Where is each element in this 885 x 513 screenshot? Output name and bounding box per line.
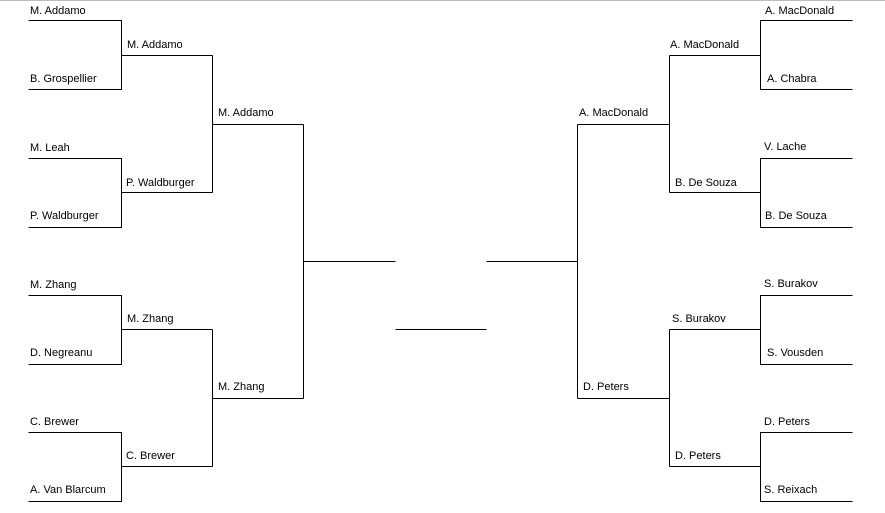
right-r1-player-5: S. Burakov <box>764 278 818 290</box>
left-r1-player-8: A. Van Blarcum <box>30 484 106 496</box>
left-r3-player-2: M. Zhang <box>218 381 264 393</box>
left-r1-player-5: M. Zhang <box>30 279 76 291</box>
left-r1-pair-4-connector <box>28 432 213 502</box>
right-r3-connector <box>486 124 578 399</box>
left-r1-player-2: B. Grospellier <box>30 73 97 85</box>
right-r2-player-4: D. Peters <box>675 450 721 462</box>
left-round3: M. Addamo M. Zhang <box>218 107 274 393</box>
right-r2-player-1: A. MacDonald <box>670 39 739 51</box>
left-r1-player-3: M. Leah <box>30 142 70 154</box>
left-r3-connector <box>303 124 396 399</box>
left-r1-pair-2-connector <box>28 158 213 228</box>
right-r1-pair-1-connector <box>669 20 853 90</box>
left-r2-player-4: C. Brewer <box>126 450 175 462</box>
left-r1-pair-3-connector <box>28 295 213 365</box>
left-r1-player-4: P. Waldburger <box>30 210 99 222</box>
right-r1-player-1: A. MacDonald <box>765 5 834 17</box>
top-border <box>0 0 885 1</box>
right-r2-pair-2-connector <box>577 329 670 467</box>
right-r1-pair-2-connector <box>669 158 853 228</box>
right-r1-player-4: B. De Souza <box>765 210 828 222</box>
bracket-lines <box>28 20 853 502</box>
left-round2: M. Addamo P. Waldburger M. Zhang C. Brew… <box>126 39 195 462</box>
right-r1-pair-3-connector <box>669 295 853 365</box>
left-r2-player-1: M. Addamo <box>127 39 183 51</box>
right-r1-player-7: D. Peters <box>764 416 810 428</box>
right-r1-player-3: V. Lache <box>764 141 806 153</box>
left-r2-player-2: P. Waldburger <box>126 177 195 189</box>
right-r3-player-1: A. MacDonald <box>579 107 648 119</box>
right-r2-pair-1-connector <box>577 55 670 193</box>
right-r2-player-2: B. De Souza <box>675 177 738 189</box>
right-r3-player-2: D. Peters <box>583 381 629 393</box>
left-round1: M. Addamo B. Grospellier M. Leah P. Wald… <box>30 5 106 496</box>
right-r1-pair-4-connector <box>669 432 853 502</box>
right-r2-player-3: S. Burakov <box>672 313 726 325</box>
right-round2: A. MacDonald B. De Souza S. Burakov D. P… <box>670 39 739 462</box>
left-r1-player-6: D. Negreanu <box>30 347 92 359</box>
right-r1-player-2: A. Chabra <box>767 73 817 85</box>
right-r1-player-8: S. Reixach <box>764 484 817 496</box>
left-r2-pair-2-connector <box>212 329 304 467</box>
left-r2-player-3: M. Zhang <box>127 313 173 325</box>
left-r1-pair-1-connector <box>28 20 213 90</box>
right-round1: A. MacDonald A. Chabra V. Lache B. De So… <box>764 5 834 496</box>
left-r1-player-1: M. Addamo <box>30 5 86 17</box>
left-r2-pair-1-connector <box>212 55 304 193</box>
left-r1-player-7: C. Brewer <box>30 416 79 428</box>
left-r3-player-1: M. Addamo <box>218 107 274 119</box>
right-round3: A. MacDonald D. Peters <box>579 107 648 393</box>
right-r1-player-6: S. Vousden <box>767 347 823 359</box>
